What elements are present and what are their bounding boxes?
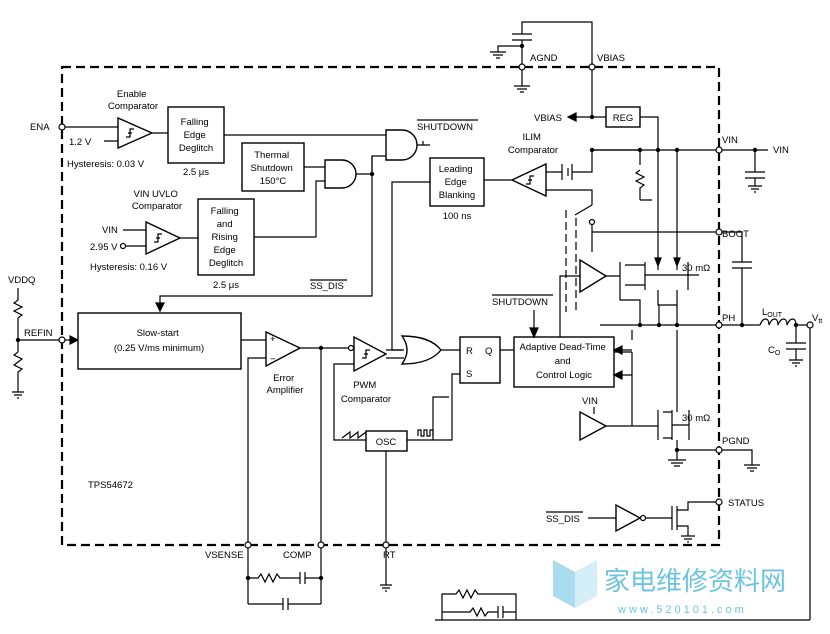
ena-hyst-label: Hysteresis: 0.03 V (67, 159, 145, 170)
uvlo-deglitch-block (197, 198, 255, 276)
shutdown-and-gate (385, 129, 418, 161)
pin-vbias[interactable] (588, 63, 596, 71)
pin-refin[interactable] (58, 336, 66, 344)
uvlo-vin-label: VIN (102, 225, 118, 236)
uvlo-comparator (145, 220, 182, 256)
enable-deglitch-time: 2.5 μs (183, 167, 209, 178)
pin-rt[interactable] (382, 541, 390, 549)
pwm-comparator-label: PWM Comparator (341, 380, 391, 405)
ss-dis-bottom-label: SS_DIS (546, 514, 580, 525)
vbias-internal-label: VBIAS (534, 113, 562, 124)
leading-edge-blanking-label: Leading Edge Blanking (439, 164, 475, 201)
thermal-shutdown-label: Thermal Shutdown 150°C (251, 150, 296, 187)
pin-status[interactable] (715, 498, 723, 506)
uvlo-deglitch-label: Falling and Rising Edge Deglitch (209, 206, 243, 269)
pin-ph[interactable] (715, 321, 723, 329)
status-inverter (615, 503, 647, 533)
svg-text:+: + (270, 334, 276, 345)
pin-vin[interactable] (715, 146, 723, 154)
hs-fet-res-label: 30 mΩ (682, 263, 710, 274)
pin-boot[interactable] (715, 228, 723, 236)
pin-label-agnd: AGND (530, 53, 558, 64)
ilim-comparator-label: ILIM Comparator (508, 132, 558, 156)
uvlo-deglitch-time: 2.5 μs (213, 280, 239, 291)
part-number: TPS54672 (88, 480, 133, 491)
svg-text:www.520101.com: www.520101.com (617, 604, 747, 616)
uvlo-hyst-label: Hysteresis: 0.16 V (90, 262, 168, 273)
uvlo-ref-label: 2.95 V (90, 242, 118, 253)
latch-s: S (466, 369, 472, 380)
svg-text:−: − (270, 354, 276, 365)
slow-start-label: Slow-start (0.25 V/ms minimum) (114, 328, 204, 354)
vtt-label: Vtt (812, 313, 822, 325)
vbias-decoupling (490, 21, 593, 93)
ls-driver (579, 410, 608, 442)
enable-comparator (117, 116, 154, 150)
pin-label-vddq: VDDQ (8, 275, 35, 286)
shutdown-in-label: SHUTDOWN (492, 297, 548, 308)
pin-label-vin: VIN (722, 135, 738, 146)
lout-label: LOUT (762, 307, 783, 319)
uvlo-comparator-label: VIN UVLO Comparator (132, 189, 182, 212)
pwm-comparator (353, 335, 388, 373)
latch-r: R (466, 346, 473, 357)
leading-edge-blanking-block (429, 157, 485, 207)
ilim-comparator (510, 162, 547, 198)
pin-label-ena: ENA (30, 122, 50, 133)
reg-block (605, 106, 641, 128)
ls-fet-res-label: 30 mΩ (682, 413, 710, 424)
pin-vsense[interactable] (244, 541, 252, 549)
pin-label-pgnd: PGND (722, 436, 750, 447)
osc-label: OSC (376, 437, 397, 448)
pin-label-vsense: VSENSE (205, 550, 244, 561)
pin-label-comp: COMP (283, 550, 312, 561)
leading-edge-blanking-time: 100 ns (443, 211, 472, 222)
pin-label-ph: PH (722, 313, 735, 324)
vin-ls-label: VIN (582, 396, 598, 407)
latch-q: Q (485, 346, 492, 357)
pin-ena[interactable] (58, 123, 66, 131)
pin-label-status: STATUS (728, 498, 764, 509)
slow-start-block (77, 312, 242, 370)
rs-latch (459, 336, 501, 384)
pin-pgnd[interactable] (715, 446, 723, 454)
pin-label-refin: REFIN (24, 328, 53, 339)
dead-time-control-block (513, 336, 615, 388)
or-gate (400, 335, 442, 365)
shutdown-out-label: SHUTDOWN (417, 122, 473, 133)
reg-label: REG (613, 113, 634, 124)
error-amplifier-label: Error Amplifier (267, 373, 304, 396)
watermark: 家电维修资料网 www.520101.com (553, 560, 786, 616)
pin-agnd[interactable] (518, 63, 526, 71)
enable-comparator-label: Enable Comparator (108, 89, 158, 112)
pin-label-rt: RT (383, 550, 396, 561)
ena-ref-label: 1.2 V (69, 137, 92, 148)
enable-deglitch-label: Falling Edge Deglitch (179, 117, 213, 154)
pin-label-boot: BOOT (722, 229, 749, 240)
vin-ext-label: VIN (773, 145, 789, 156)
ss-dis-top-label: SS_DIS (310, 281, 344, 292)
ic-boundary (60, 65, 721, 547)
dead-time-control-label: Adaptive Dead-Time and Control Logic (520, 342, 609, 381)
error-amplifier: + − (265, 330, 302, 368)
pin-label-vbias: VBIAS (597, 53, 625, 64)
co-label: CO (768, 345, 781, 357)
compensation-network (245, 548, 810, 621)
and-gate (324, 159, 357, 189)
pin-comp[interactable] (317, 541, 325, 549)
svg-text:家电维修资料网: 家电维修资料网 (604, 567, 786, 597)
hs-driver (579, 258, 608, 294)
